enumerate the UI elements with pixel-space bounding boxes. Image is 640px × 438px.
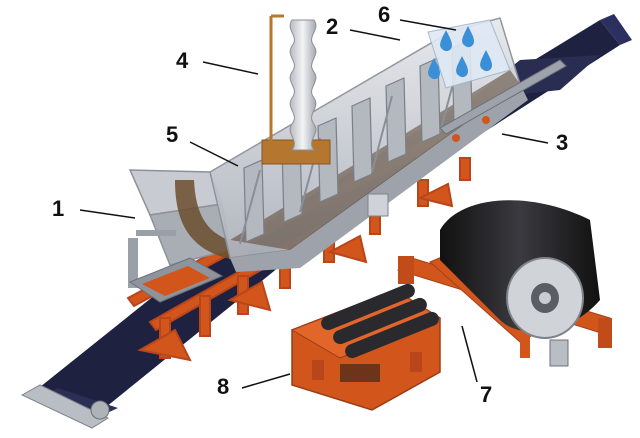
leader-line-8: [241, 373, 291, 389]
callout-3: 3: [556, 130, 569, 155]
control-box: [367, 193, 389, 217]
callout-6: 6: [378, 2, 391, 27]
baffle-curtains: [243, 39, 473, 243]
fan-exhaust-icon: [261, 14, 331, 165]
tail-frame: [20, 384, 110, 429]
callout-1: 1: [52, 196, 65, 221]
callout-5: 5: [166, 122, 179, 147]
leader-line-5: [189, 141, 239, 167]
callout-2: 2: [326, 14, 339, 39]
callout-7: 7: [480, 382, 493, 407]
callout-8: 8: [217, 374, 230, 399]
water-drop-icon: [480, 50, 492, 72]
leader-line-3: [501, 133, 549, 144]
skirt-board: [439, 59, 567, 142]
leader-line-2: [349, 29, 401, 41]
water-spray: [427, 19, 511, 89]
water-drop-icon: [428, 58, 440, 80]
leader-line-4: [202, 61, 259, 75]
callout-4: 4: [176, 48, 189, 73]
water-drop-icon: [462, 26, 474, 48]
leader-line-6: [399, 19, 457, 31]
impact-bed: [128, 257, 224, 303]
roller-box: [290, 283, 442, 411]
drum-assembly: [396, 200, 612, 367]
water-drop-icon: [440, 30, 452, 52]
leader-line-1: [79, 209, 136, 219]
leader-line-7: [461, 325, 478, 383]
water-drop-icon: [456, 56, 468, 78]
leader-lines: [79, 19, 549, 389]
